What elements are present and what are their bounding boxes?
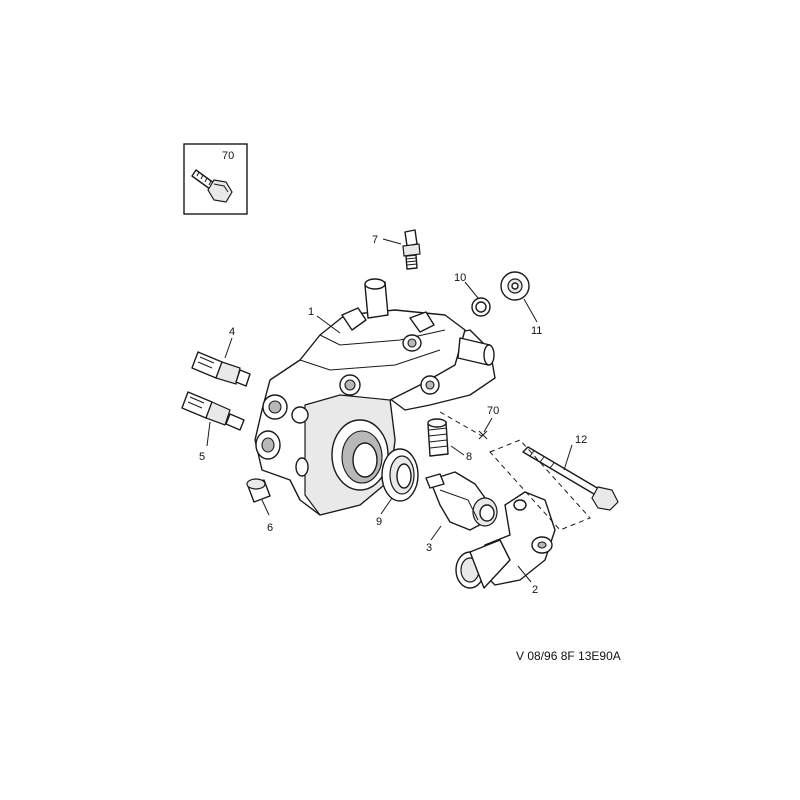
callout-7: 7 xyxy=(372,234,378,246)
thermostat-3 xyxy=(425,471,498,531)
reference-code: V 08/96 8F 13E90A xyxy=(516,649,621,663)
callout-labels: 1 2 3 4 5 6 7 8 9 10 11 12 70 xyxy=(199,234,587,596)
callout-2: 2 xyxy=(532,584,538,596)
callout-6: 6 xyxy=(267,522,273,534)
sensor-4 xyxy=(191,351,251,387)
plug-6 xyxy=(246,478,271,503)
long-bolt-12 xyxy=(522,446,619,511)
callout-9: 9 xyxy=(376,516,382,528)
inset-box: 70 xyxy=(183,143,248,215)
callout-10: 10 xyxy=(454,272,466,284)
washer-11 xyxy=(500,271,530,301)
fastener-marker-icon xyxy=(478,430,488,440)
callout-4: 4 xyxy=(229,326,235,338)
assembly-outline xyxy=(489,439,591,531)
callout-8: 8 xyxy=(466,451,472,463)
callout-70: 70 xyxy=(487,405,499,417)
callout-5: 5 xyxy=(199,451,205,463)
callout-1: 1 xyxy=(308,306,314,318)
outlet-elbow-2 xyxy=(455,491,556,589)
seal-ring-9 xyxy=(381,448,419,502)
o-ring-10 xyxy=(471,297,491,317)
callout-3: 3 xyxy=(426,542,432,554)
callout-12: 12 xyxy=(575,434,587,446)
spring-8 xyxy=(427,418,449,457)
callout-11: 11 xyxy=(531,325,542,337)
thermostat-housing xyxy=(254,278,496,516)
leader-lines xyxy=(206,238,573,583)
bleed-screw-7 xyxy=(402,229,421,270)
inset-callout-70: 70 xyxy=(222,150,234,162)
bolt-70-icon xyxy=(191,169,233,203)
sensor-5 xyxy=(181,391,245,431)
